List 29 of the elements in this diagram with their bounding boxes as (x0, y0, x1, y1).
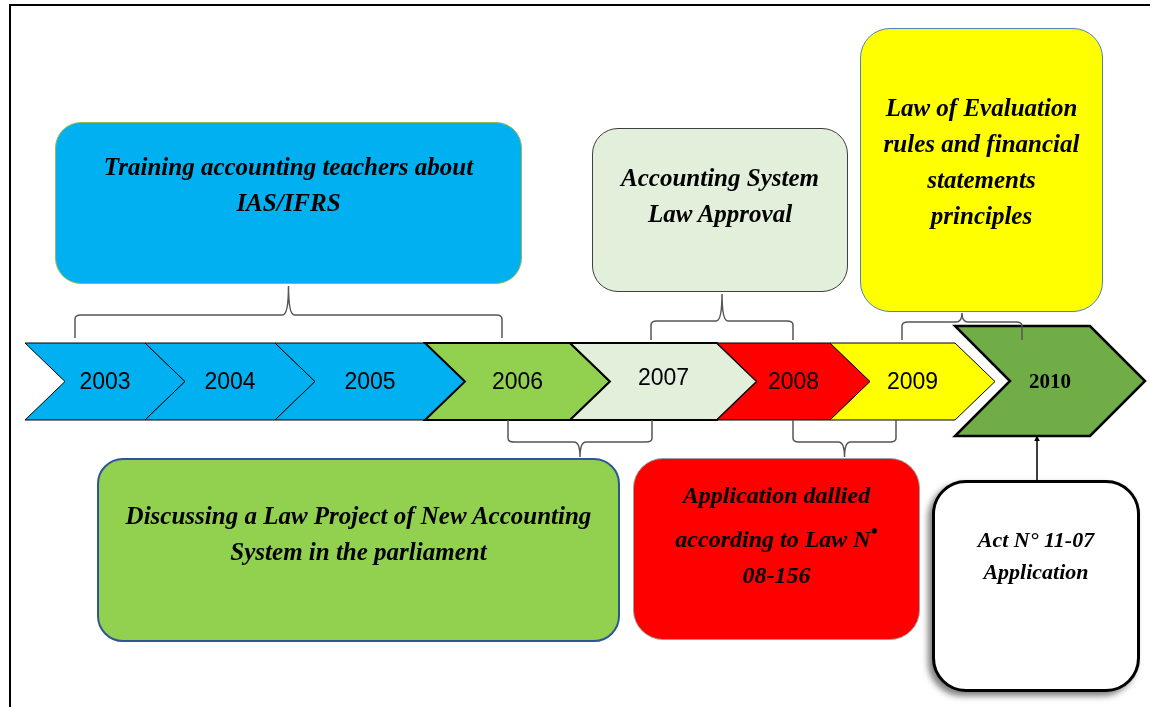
timeline-segment (275, 343, 465, 420)
event-box (592, 128, 848, 292)
timeline-segment (570, 343, 757, 420)
year-label: 2010 (1029, 368, 1071, 394)
year-label: 2009 (886, 368, 939, 395)
event-box (932, 480, 1140, 692)
event-box (860, 28, 1103, 312)
year-label: 2008 (767, 368, 820, 395)
timeline-segment (145, 343, 315, 420)
year-label: 2005 (344, 368, 396, 395)
year-label: 2006 (491, 368, 544, 395)
timeline-segment (425, 343, 610, 420)
timeline-segment (717, 343, 870, 420)
event-box (97, 458, 620, 642)
arrow (1034, 435, 1040, 481)
event-text: Accounting System Law Approval (618, 163, 820, 229)
year-label: 2003 (79, 368, 131, 395)
event-text: Application dallied according to Law N$^{•}$ 08-156 (674, 481, 879, 590)
event-box (55, 122, 522, 284)
event-text: Law of Evaluation rules and financial statements principles (882, 93, 1081, 231)
event-box (633, 458, 920, 640)
timeline-segment (25, 343, 185, 420)
timeline-segment (830, 343, 995, 420)
event-text: Act N° 11-07 Application (975, 526, 1096, 586)
year-label: 2004 (204, 368, 256, 395)
timeline-segment (955, 326, 1145, 436)
event-text: Discussing a Law Project of New Accounting System in the parliament (124, 501, 593, 567)
year-label: 2007 (637, 364, 690, 391)
event-text: Training accounting teachers about IAS/IFRS (102, 152, 475, 218)
